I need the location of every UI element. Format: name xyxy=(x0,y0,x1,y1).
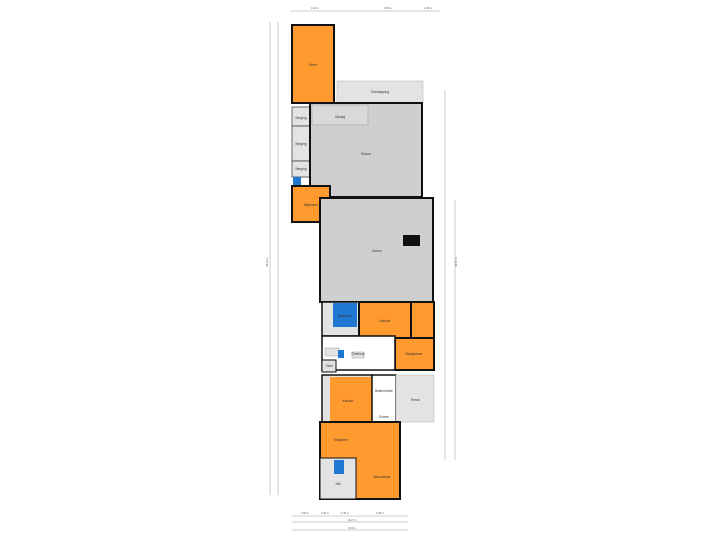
dimension-lines xyxy=(269,10,456,531)
dim-top-left: 4.10 m xyxy=(311,6,319,10)
room-woonkamer: Eetkamer Woonkamer Hal xyxy=(319,421,401,500)
room-terras: Terras xyxy=(395,374,435,423)
room-serre: Serre xyxy=(291,24,335,104)
room-berging-a: Berging xyxy=(291,106,311,127)
dim-left-total: 46.41 m xyxy=(265,257,269,266)
dimension-labels: 4.10 m 3.80 m 1.90 m 3.55 m 3.18 m 1.35 … xyxy=(265,6,458,530)
dim-bottom-4: 3.48 m xyxy=(376,511,384,515)
room-woonkamer-label: Woonkamer xyxy=(373,475,391,479)
dim-bottom-total2: 13.5 m xyxy=(348,526,356,530)
room-buitenruimte: Buitenruimte Entree xyxy=(371,374,397,423)
room-berging-c: Berging xyxy=(291,160,311,178)
room-berging-a-label: Berging xyxy=(296,116,307,120)
room-keuken: Keuken xyxy=(321,374,373,423)
room-kantoor-label: Kantoor xyxy=(379,319,391,323)
room-berging-b: Berging xyxy=(291,125,311,162)
room-toilet: Toilet xyxy=(321,350,344,373)
dim-top-right: 1.90 m xyxy=(424,6,432,10)
room-schuur-top-label: Schuur xyxy=(361,152,372,156)
room-overkapping-label: Overkapping xyxy=(371,90,389,94)
dim-bottom-total: 13.27 m xyxy=(347,518,356,522)
room-schuur-mid-label: Schuur xyxy=(372,249,383,253)
room-opslag-label: Opslag xyxy=(335,115,345,119)
room-kantoor: Kantoor xyxy=(358,301,412,339)
room-toilet-label: Toilet xyxy=(325,364,333,368)
room-terras-label: Terras xyxy=(411,398,420,402)
room-berging-c-label: Berging xyxy=(296,167,307,171)
dim-bottom-2: 3.18 m xyxy=(321,511,329,515)
room-buitenruimte-label: Buitenruimte xyxy=(375,389,393,393)
room-bijkeuken-label: Bijkeuken xyxy=(304,203,318,207)
room-overloop-label: Overloop xyxy=(352,352,365,356)
room-schuur-top: Opslag Schuur xyxy=(309,102,423,198)
room-serre-label: Serre xyxy=(309,63,317,67)
room-keuken-label: Keuken xyxy=(343,399,354,403)
dim-top-mid: 3.80 m xyxy=(384,6,392,10)
room-hal-label: Hal xyxy=(336,482,341,486)
room-badkamer: Badkamer xyxy=(321,301,360,337)
dim-bottom-3: 1.35 m xyxy=(341,511,349,515)
room-badkamer-label: Badkamer xyxy=(338,314,353,318)
room-eetkamer-label: Eetkamer xyxy=(334,438,349,442)
room-entree-label: Entree xyxy=(379,415,389,419)
room-berging-b-label: Berging xyxy=(296,142,307,146)
dim-right-total: 44.87 m xyxy=(454,257,458,266)
room-overkapping: Overkapping xyxy=(336,80,424,104)
dim-bottom-1: 3.55 m xyxy=(301,511,309,515)
room-schuur-mid: Schuur xyxy=(319,197,434,303)
room-slaapkamer: Slaapkamer xyxy=(394,301,435,371)
room-slaapkamer-label: Slaapkamer xyxy=(405,352,423,356)
